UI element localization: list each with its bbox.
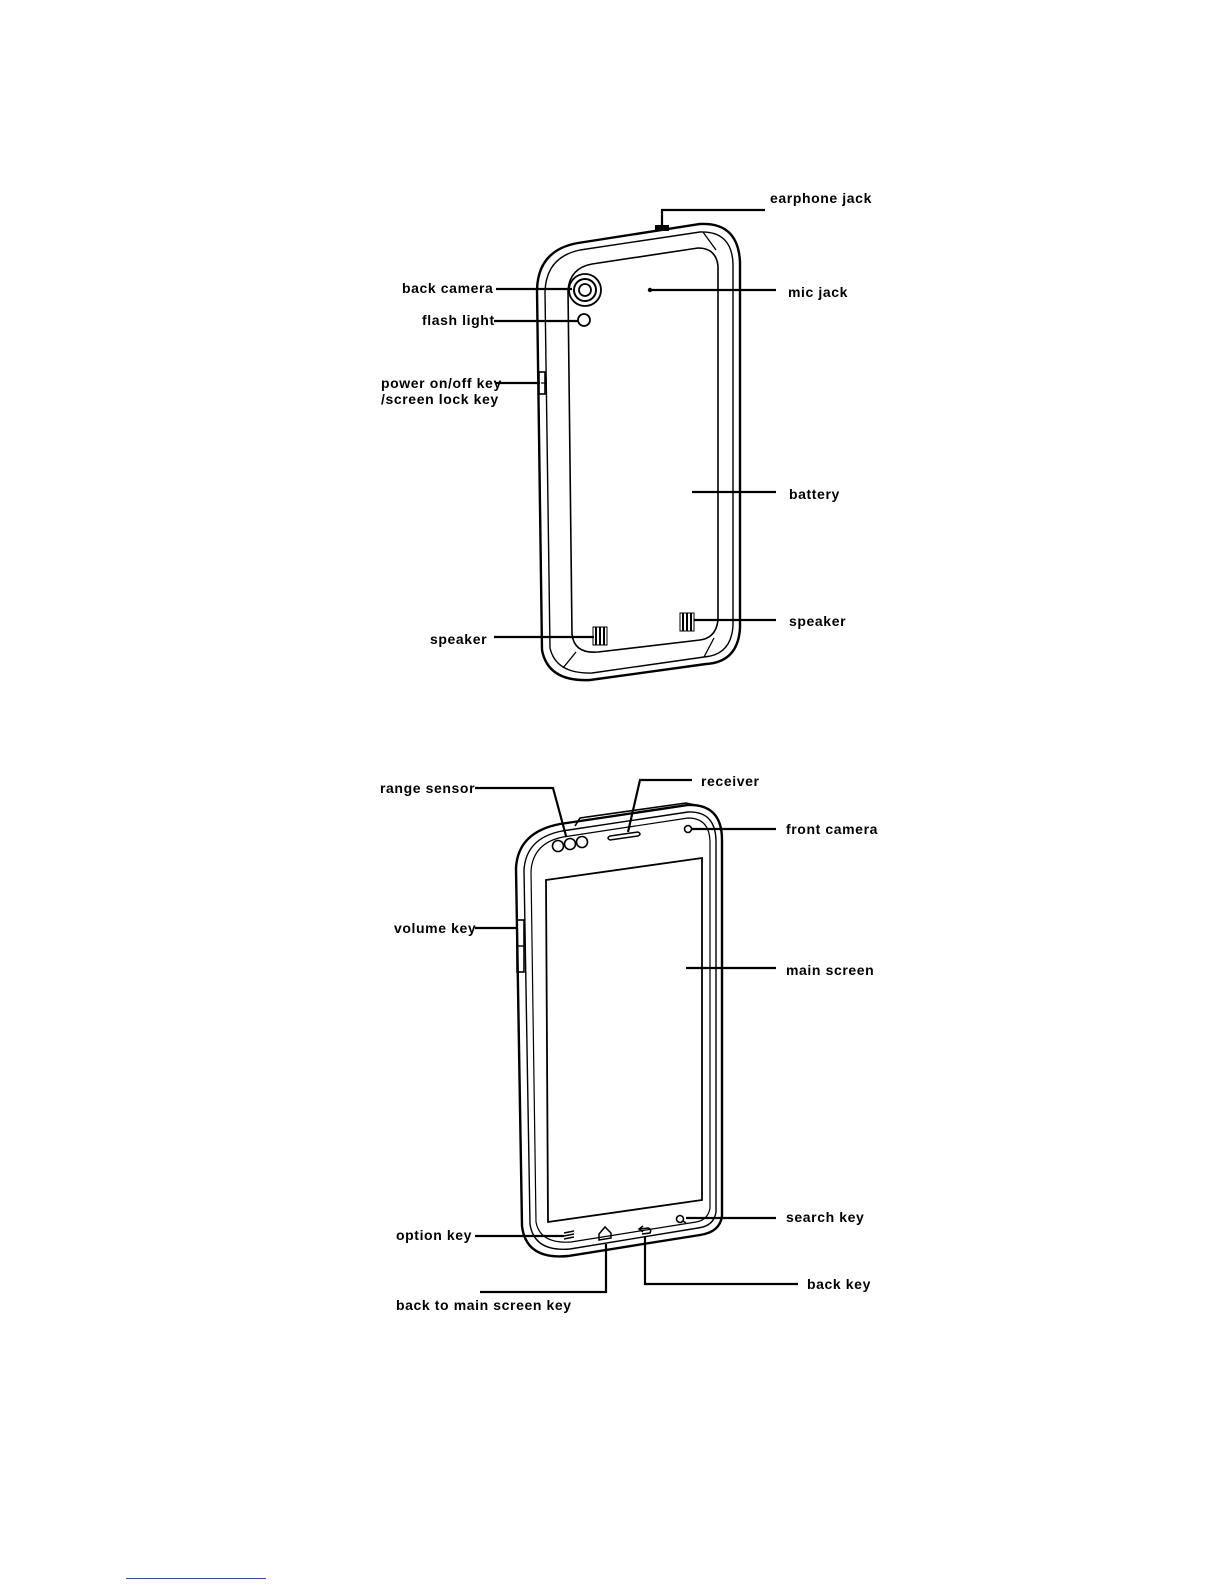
label-main-screen: main screen xyxy=(786,962,874,978)
mic-jack-icon xyxy=(648,288,652,292)
label-speaker-right: speaker xyxy=(789,613,846,629)
receiver-icon xyxy=(608,832,640,840)
back-camera-icon xyxy=(569,274,601,306)
label-power-key-line1: power on/off key xyxy=(381,375,502,391)
leader-range-sensor xyxy=(475,788,566,836)
front-view-phone xyxy=(516,803,722,1256)
label-front-camera: front camera xyxy=(786,821,878,837)
label-back-camera: back camera xyxy=(402,280,493,296)
option-key-icon xyxy=(564,1231,574,1239)
home-key-icon xyxy=(599,1227,611,1240)
leader-home-key xyxy=(480,1244,606,1292)
label-option-key: option key xyxy=(396,1227,472,1243)
label-volume-key: volume key xyxy=(394,920,476,936)
label-back-key: back key xyxy=(807,1276,871,1292)
footnote-rule xyxy=(126,1578,266,1579)
label-speaker-left: speaker xyxy=(430,631,487,647)
label-earphone-jack: earphone jack xyxy=(770,190,872,206)
flash-light-icon xyxy=(578,314,590,326)
speaker-grille-left-icon xyxy=(593,627,607,645)
back-view-phone xyxy=(537,224,740,680)
front-camera-icon xyxy=(685,826,692,833)
search-key-icon xyxy=(677,1216,687,1224)
label-mic-jack: mic jack xyxy=(788,284,848,300)
front-view-leaders xyxy=(475,780,798,1292)
label-range-sensor: range sensor xyxy=(380,780,475,796)
label-flash-light: flash light xyxy=(422,312,495,328)
label-battery: battery xyxy=(789,486,840,502)
label-receiver: receiver xyxy=(701,773,760,789)
label-search-key: search key xyxy=(786,1209,864,1225)
label-back-to-main-screen-key: back to main screen key xyxy=(396,1297,572,1313)
leader-earphone-jack xyxy=(662,210,765,226)
label-power-key-line2: /screen lock key xyxy=(381,391,499,407)
leader-back-key xyxy=(645,1236,798,1284)
speaker-grille-right-icon xyxy=(680,613,694,631)
